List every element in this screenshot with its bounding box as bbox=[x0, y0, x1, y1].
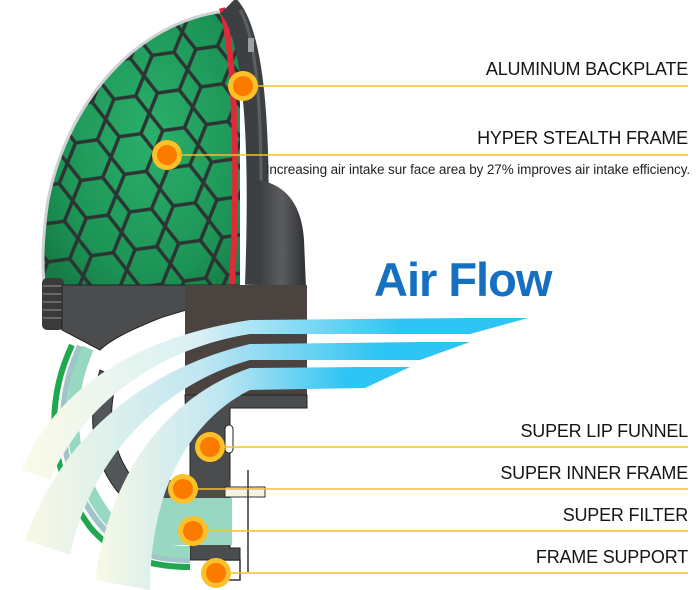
air-flow-title: Air Flow bbox=[374, 253, 552, 306]
callout-dot-super-lip-funnel bbox=[195, 432, 225, 462]
air-flow-arrows bbox=[22, 318, 528, 590]
label-super-inner-frame: SUPER INNER FRAME bbox=[500, 463, 688, 483]
callout-dot-frame-support bbox=[201, 558, 231, 588]
label-hyper-stealth-frame: HYPER STEALTH FRAME bbox=[477, 128, 688, 148]
label-super-filter: SUPER FILTER bbox=[562, 505, 688, 525]
callout-dot-hyper-stealth-frame bbox=[152, 140, 182, 170]
callout-dot-aluminum-backplate bbox=[228, 71, 258, 101]
leader-lines bbox=[180, 85, 688, 574]
callout-dot-super-inner-frame bbox=[168, 474, 198, 504]
label-aluminum-backplate: ALUMINUM BACKPLATE bbox=[485, 59, 688, 79]
callout-dots bbox=[152, 71, 258, 588]
label-super-lip-funnel: SUPER LIP FUNNEL bbox=[520, 421, 688, 441]
hyper-stealth-frame-description: Increasing air intake sur face area by 2… bbox=[265, 162, 690, 177]
label-frame-support: FRAME SUPPORT bbox=[535, 547, 688, 567]
callout-dot-super-filter bbox=[178, 516, 208, 546]
